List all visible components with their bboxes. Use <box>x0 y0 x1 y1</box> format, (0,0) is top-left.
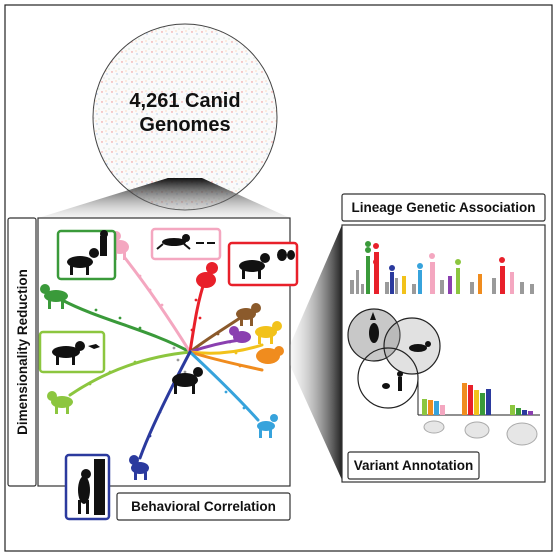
trajectory-lightblue <box>188 350 260 422</box>
trajectories <box>60 256 264 460</box>
dog-yellow-icon <box>255 321 282 344</box>
manhattan-plot <box>350 241 534 294</box>
herding-dog-silhouette-icon <box>67 230 108 275</box>
outer-frame <box>4 4 553 552</box>
running-dog-silhouette-icon <box>156 234 215 250</box>
dog-red-icon <box>196 262 218 288</box>
behavioral-label: Behavioral Correlation <box>131 499 276 514</box>
scatter-points <box>88 274 246 438</box>
box-bottom-navy <box>64 453 111 521</box>
box-red <box>227 241 299 287</box>
large-brain-icon <box>506 422 538 446</box>
top-funnel <box>38 178 290 218</box>
genomes-circle: 4,261 Canid Genomes <box>92 23 278 211</box>
genomes-label-line1: 4,261 Canid <box>129 90 240 112</box>
dog-standing-tree-silhouette-icon <box>78 459 105 515</box>
lineage-label-box: Lineage Genetic Association <box>341 193 546 222</box>
center-dog-silhouette-icon <box>172 367 203 394</box>
venn-human-mouse-silhouette-icon <box>382 371 403 391</box>
dog-lightblue-icon <box>257 414 278 438</box>
dimensionality-label-box: Dimensionality Reduction <box>7 217 37 487</box>
small-brain-icon <box>423 420 445 434</box>
trajectory-navy <box>138 350 192 460</box>
venn-dog-silhouette-icon <box>369 312 379 343</box>
dog-orange-icon <box>256 346 284 364</box>
lineage-label: Lineage Genetic Association <box>351 200 535 215</box>
dimensionality-label: Dimensionality Reduction <box>15 269 30 435</box>
retriever-dog-silhouette-icon <box>52 341 100 365</box>
venn-diagram <box>347 308 441 409</box>
venn-wolf-silhouette-icon <box>409 341 431 352</box>
medium-brain-icon <box>464 421 490 439</box>
dog-navy-icon <box>129 455 149 480</box>
brain-icons <box>423 420 538 446</box>
variant-bar-chart <box>417 381 540 416</box>
variant-label: Variant Annotation <box>354 458 474 473</box>
right-funnel <box>290 225 342 480</box>
peripheral-dogs <box>40 231 284 480</box>
dog-green-icon <box>40 284 68 309</box>
trajectory-green <box>60 298 192 354</box>
variant-label-box: Variant Annotation <box>347 451 480 480</box>
dog-lime-icon <box>47 391 73 414</box>
trajectory-brown <box>188 316 242 354</box>
trajectory-lime <box>68 350 192 397</box>
trajectory-orange <box>188 350 264 372</box>
box-pink <box>150 227 222 261</box>
dog-purple-icon <box>229 326 251 343</box>
sheepdog-silhouette-icon <box>239 249 295 279</box>
trajectory-pink <box>123 256 192 354</box>
box-top-green <box>56 229 117 281</box>
box-left-lime <box>38 330 106 374</box>
genomes-label-line2: Genomes <box>139 114 230 136</box>
dog-brown-icon <box>236 303 261 326</box>
behavioral-label-box: Behavioral Correlation <box>116 492 291 521</box>
